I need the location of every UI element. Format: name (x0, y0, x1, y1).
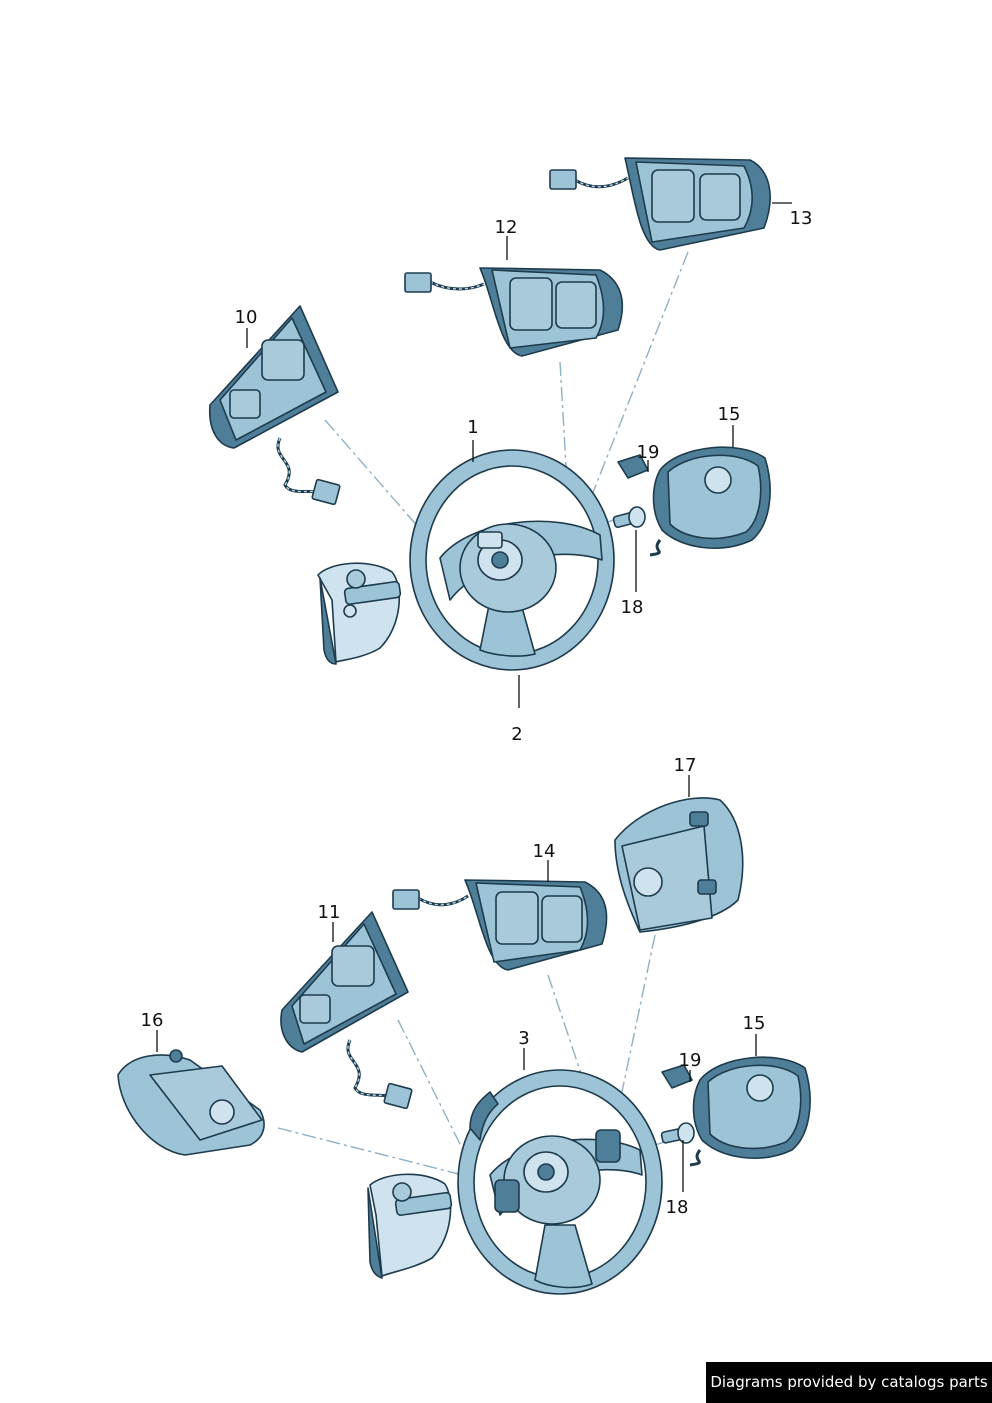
airbag-15-upper (617, 446, 771, 557)
callout-10: 10 (235, 307, 258, 328)
steering-wheel-upper (409, 449, 615, 671)
callout-19-upper: 19 (637, 442, 660, 463)
switch-14 (392, 879, 608, 971)
callout-labels: 1 2 3 10 11 12 13 14 15 15 16 17 18 18 1… (141, 208, 813, 1218)
switch-panel-16 (117, 1049, 265, 1156)
steering-wheel-lower (457, 1069, 663, 1295)
callout-2: 2 (511, 724, 522, 745)
credit-banner: Diagrams provided by catalogs parts (706, 1362, 992, 1403)
leader-lines (156, 202, 792, 1192)
callout-16: 16 (141, 1010, 164, 1031)
callout-12: 12 (495, 217, 518, 238)
callout-15-lower: 15 (743, 1013, 766, 1034)
callout-15-upper: 15 (718, 404, 741, 425)
steering-column-upper (317, 562, 402, 665)
callout-1: 1 (467, 417, 478, 438)
switch-11 (280, 911, 413, 1110)
callout-18-lower: 18 (666, 1197, 689, 1218)
switch-12 (404, 267, 624, 357)
switch-13 (549, 157, 771, 251)
callout-18-upper: 18 (621, 597, 644, 618)
bolt-18-lower (660, 1122, 695, 1144)
steering-column-lower (367, 1173, 453, 1279)
callout-14: 14 (533, 841, 556, 862)
switch-10 (209, 305, 341, 506)
callout-19-lower: 19 (679, 1050, 702, 1071)
airbag-15-lower (661, 1056, 811, 1167)
callout-17: 17 (674, 755, 697, 776)
bolt-18-upper (612, 506, 646, 529)
callout-3: 3 (518, 1028, 529, 1049)
switch-panel-17 (614, 797, 744, 933)
callout-11: 11 (318, 902, 341, 923)
callout-13: 13 (790, 208, 813, 229)
